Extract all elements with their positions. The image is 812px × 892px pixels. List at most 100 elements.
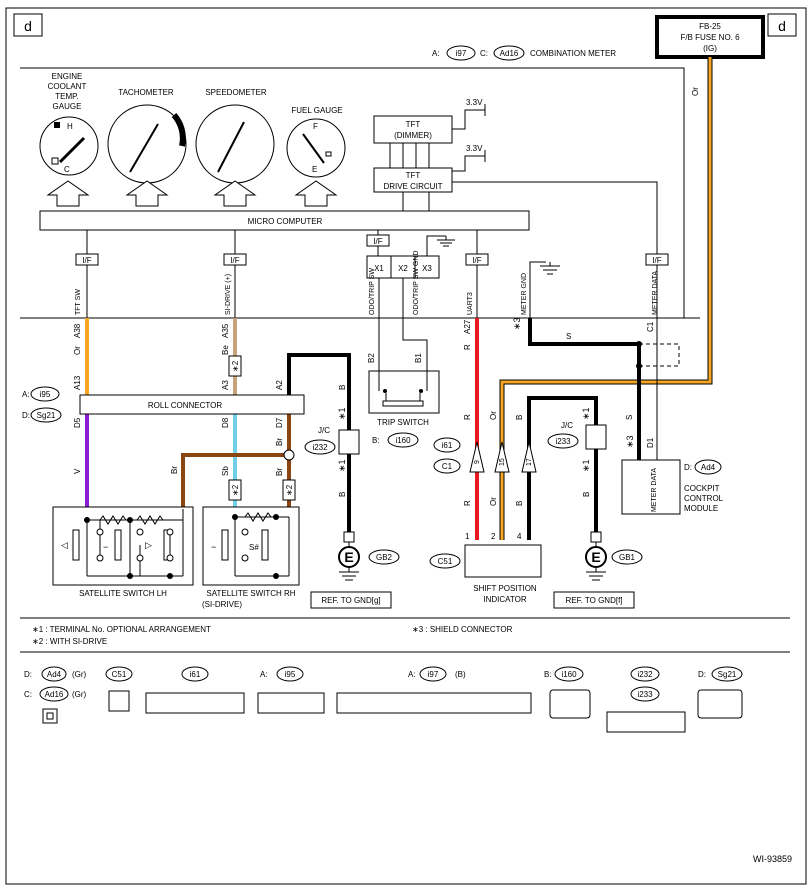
i61-code: i61 — [442, 441, 453, 450]
v33a-label: 3.3V — [466, 98, 483, 107]
lg-i61-shape — [145, 692, 245, 714]
lbl-be: Be — [221, 345, 230, 355]
if-text-2: I/F — [230, 256, 239, 265]
rh-circ-1 — [241, 528, 249, 536]
fuse-line2: F/B FUSE NO. 6 — [680, 33, 740, 42]
ref-gnd-g: REF. TO GND[g] — [321, 596, 380, 605]
trip-b: B: — [372, 436, 380, 445]
tft-meterdata-line — [452, 181, 658, 254]
lg-i61-code: i61 — [190, 670, 201, 679]
pin-b2: B2 — [367, 353, 376, 363]
lbl-r-bot: R — [463, 500, 472, 506]
ect-c: C — [64, 165, 70, 174]
gauge-arrows — [46, 180, 338, 207]
lg-i97-a: A: — [408, 670, 416, 679]
sig-sidrive: SI-DRIVE (+) — [225, 274, 232, 315]
star1-b: ∗1 — [337, 459, 347, 472]
si-a3-label: ∗2 — [231, 360, 240, 372]
x2-label: X2 — [398, 264, 408, 273]
lg-ad16-oval — [39, 686, 69, 702]
meter-ref-c-oval — [493, 45, 525, 61]
gb2-code: GB2 — [376, 553, 393, 562]
si-box-sb — [228, 479, 242, 501]
lh-circ-2 — [96, 554, 104, 562]
roll-a-code: i95 — [40, 390, 51, 399]
speedo-label: SPEEDOMETER — [205, 88, 267, 97]
sat-rh-label-1: SATELLITE SWITCH RH — [206, 589, 295, 598]
lbl-b-gnd-f: B — [582, 492, 591, 497]
lbl-s-mid: S — [625, 415, 634, 420]
roll-d: D: — [22, 411, 30, 420]
tft-drive-2: DRIVE CIRCUIT — [383, 182, 442, 191]
sat-rh-circles — [241, 528, 249, 562]
rh-contact-2 — [261, 529, 269, 561]
lg-ad16-code: Ad16 — [45, 690, 64, 699]
ref-gnd-g-box — [310, 591, 392, 609]
sig-metergnd: METER GND — [521, 273, 528, 315]
lbl-br-bot: Br — [275, 468, 284, 476]
fuel-mark — [325, 151, 332, 157]
star3-bot: ∗3 — [625, 435, 635, 448]
fuel-label: FUEL GAUGE — [291, 106, 342, 115]
arrow-speedo — [213, 180, 257, 207]
ccm-label-2: CONTROL — [684, 494, 724, 503]
trip-contact-2 — [419, 389, 423, 393]
lg-ad16-c: C: — [24, 690, 32, 699]
jc-i232-code: i232 — [312, 443, 328, 452]
rh-sym-minus: − — [211, 542, 216, 552]
tft-dimmer-2: (DIMMER) — [394, 131, 432, 140]
sat-lh-label: SATELLITE SWITCH LH — [79, 589, 167, 598]
trip-switch-label: TRIP SWITCH — [377, 418, 429, 427]
wire-s-shield — [528, 318, 641, 465]
inner-signal-lines — [86, 265, 658, 318]
trip-b-code: i160 — [395, 436, 411, 445]
lbl-s-top: S — [566, 332, 571, 341]
sip-oval — [429, 553, 461, 569]
jc-i233-oval — [547, 433, 579, 449]
lh-dot-3 — [127, 573, 133, 579]
lbl-sb: Sb — [221, 466, 230, 476]
i61-oval — [433, 437, 461, 453]
pin-a2: A2 — [275, 380, 284, 390]
lg-ad4-d: D: — [24, 670, 32, 679]
roll-d-code: Sg21 — [37, 411, 56, 420]
si-br-label: ∗2 — [285, 484, 294, 496]
tft-dimmer-1: TFT — [406, 120, 421, 129]
ccm-box — [621, 459, 681, 515]
if-text-3: I/F — [373, 237, 382, 246]
sat-lh-box — [52, 506, 194, 586]
lh-contact-1 — [72, 529, 80, 561]
wire-br-lh — [181, 453, 289, 509]
trip-button — [382, 400, 424, 407]
sip-connectors — [469, 441, 537, 473]
tri-9-label: 9 — [474, 460, 481, 464]
micro-computer-box — [39, 210, 530, 231]
speedo-needle — [217, 121, 245, 173]
lg-i160-shape — [549, 689, 591, 719]
lg-ad4-code: Ad4 — [47, 670, 62, 679]
wire-labels: Or Be R S B V Br Sb Br Br R Or B S R Or … — [73, 332, 634, 506]
ccm-d: D: — [684, 463, 692, 472]
lg-i97-b: (B) — [455, 670, 466, 679]
tri-15-label: 15 — [499, 458, 506, 466]
v33a-line — [452, 109, 485, 130]
meter-ref-c-code: Ad16 — [500, 49, 519, 58]
jc-i233-code: i233 — [555, 437, 571, 446]
roll-connector-box — [79, 394, 305, 415]
lg-sg21-d: D: — [698, 670, 706, 679]
si-box-a3 — [228, 355, 242, 377]
lg-i160-oval — [554, 666, 584, 682]
arrow-ect — [46, 180, 90, 207]
lbl-or-bot: Or — [489, 497, 498, 506]
sat-lh-dots — [84, 517, 173, 579]
pin-b1: B1 — [414, 353, 423, 363]
lh-sym-minus: − — [103, 542, 108, 552]
lg-i97-oval — [419, 666, 447, 682]
lh-circ-5 — [166, 528, 174, 536]
meter-ref-name: COMBINATION METER — [530, 49, 616, 58]
lg-i97-code: i97 — [428, 670, 439, 679]
ccm-code: Ad4 — [701, 463, 716, 472]
lh-circ-1 — [96, 528, 104, 536]
jc-i232-oval — [304, 439, 336, 455]
si-sb-label: ∗2 — [231, 484, 240, 496]
